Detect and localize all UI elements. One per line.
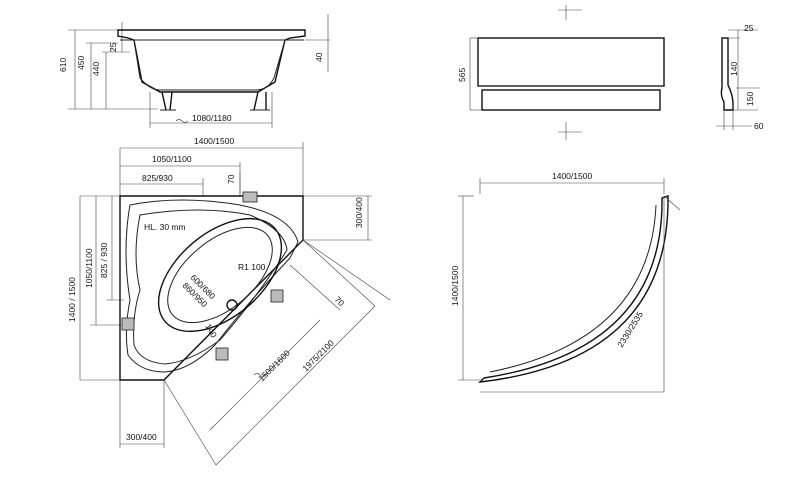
panel-front-view: 565 — [457, 5, 665, 140]
plan-height: 1400 / 1500 — [67, 277, 77, 322]
panel-profile: 25 140 150 60 — [716, 23, 764, 131]
panel-plan-view: 1400/1500 1400/1500 2330/2535 — [450, 171, 681, 393]
plan-diagonal-inner: 1500/1600 — [256, 348, 292, 384]
side-height-total: 610 — [58, 58, 68, 72]
plan-width-mid: 1050/1100 — [152, 154, 192, 164]
side-length: 1080/1180 — [192, 113, 232, 123]
plan-width: 1400/1500 — [194, 136, 234, 146]
plan-height-mid: 1050/1100 — [84, 248, 94, 288]
profile-middle: 140 — [729, 62, 739, 76]
plan-diag-offset: 70 — [333, 294, 347, 308]
side-height-inner: 440 — [91, 62, 101, 76]
panel-height: 565 — [457, 68, 467, 82]
plan-depth: 140 — [203, 322, 219, 340]
panel-plan-height: 1400/1500 — [450, 266, 460, 306]
plan-headrest: HL. 30 mm — [144, 222, 186, 232]
profile-bottom: 60 — [754, 121, 764, 131]
profile-top: 25 — [744, 23, 754, 33]
plan-right-offset: 300/400 — [354, 197, 364, 228]
side-height-body: 450 — [76, 56, 86, 70]
plan-top-offset: 70 — [226, 174, 236, 184]
plan-width-small: 825/930 — [142, 173, 173, 183]
plan-diagonal-outer: 1975/2100 — [300, 338, 336, 374]
plan-height-small: 825 / 930 — [99, 242, 109, 278]
panel-plan-width: 1400/1500 — [552, 171, 592, 181]
side-rim-offset: 25 — [108, 42, 118, 52]
side-view: 610 450 440 25 40 1080/1180 — [58, 14, 330, 128]
side-offset: 40 — [314, 52, 324, 62]
profile-lower: 150 — [745, 92, 755, 106]
plan-view: 1400/1500 1050/1100 825/930 70 300/400 1… — [67, 136, 391, 466]
plan-radius: R1 100 — [238, 262, 266, 272]
plan-bottom-offset: 300/400 — [126, 432, 157, 442]
